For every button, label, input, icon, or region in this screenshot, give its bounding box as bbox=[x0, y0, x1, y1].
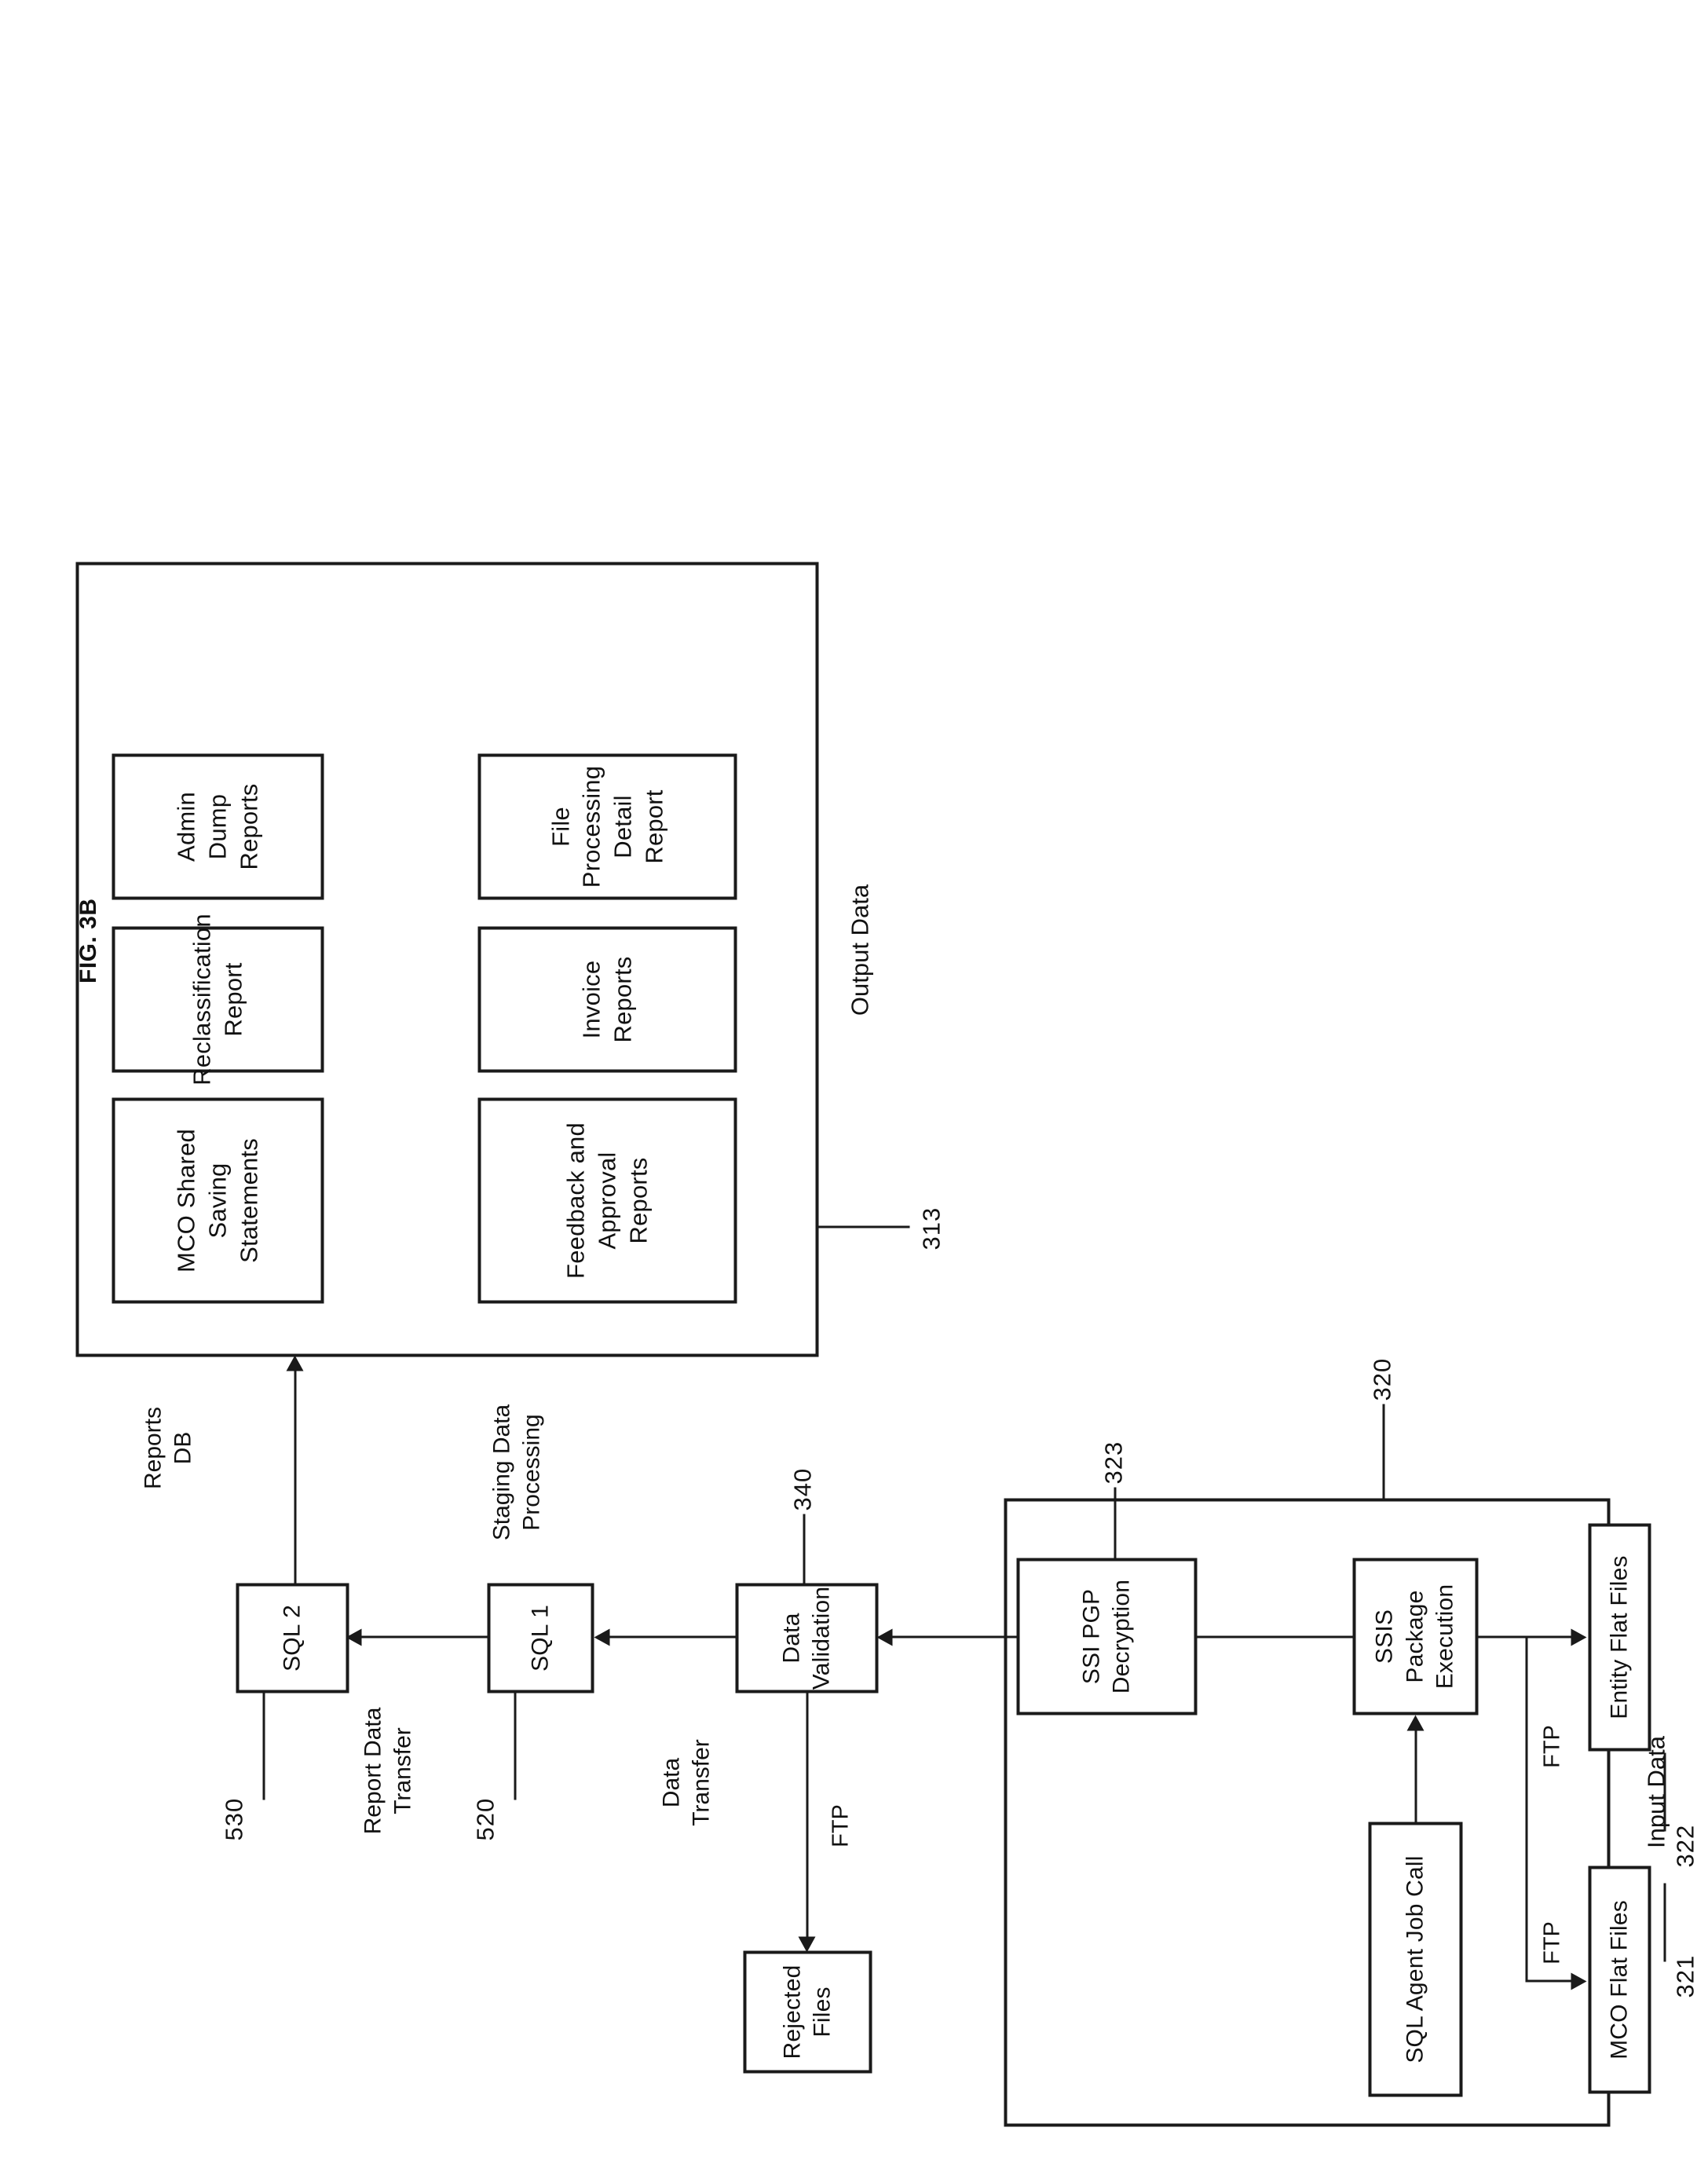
edge-validation-to-sql1 bbox=[597, 1635, 735, 1638]
node-ssi-pgp-decryption: SSI PGP Decryption bbox=[1016, 1558, 1197, 1715]
ref-320: 320 bbox=[1368, 1357, 1395, 1401]
edge-to-mco-flat-files bbox=[1525, 1979, 1575, 1982]
edge-agent-to-ssis bbox=[1414, 1727, 1417, 1822]
node-sql-1: SQL 1 bbox=[487, 1583, 594, 1693]
node-sql-2: SQL 2 bbox=[236, 1583, 349, 1693]
report-box-1: Reclassification Report bbox=[112, 914, 324, 1085]
report-box-5: File Processing Detail Report bbox=[477, 753, 737, 899]
report-box-0: MCO Shared Saving Statements bbox=[112, 1097, 324, 1303]
report-box-4: Invoice Reports bbox=[477, 926, 737, 1072]
output-data-label: Output Data bbox=[846, 884, 873, 1016]
ref-322-leader bbox=[1663, 1752, 1666, 1831]
ref-321-leader bbox=[1663, 1883, 1666, 1961]
ref-340-leader bbox=[803, 1514, 805, 1583]
ref-520-leader bbox=[514, 1693, 516, 1800]
edge-to-entity-flat-files bbox=[1525, 1635, 1575, 1638]
edge-pgp-to-validation bbox=[880, 1635, 1018, 1638]
edge-ssis-split-bar bbox=[1525, 1636, 1527, 1982]
arrow-sql2-to-output bbox=[286, 1355, 303, 1371]
edge-sql2-to-output bbox=[294, 1366, 296, 1583]
arrow-agent-to-ssis bbox=[1406, 1715, 1424, 1730]
arrow-validation-to-rejected bbox=[798, 1936, 815, 1952]
ref-313: 313 bbox=[917, 1207, 945, 1250]
node-data-validation: Data Validation bbox=[735, 1583, 878, 1693]
edge-sql1-to-sql2 bbox=[349, 1635, 487, 1638]
edge-validation-to-rejected bbox=[806, 1693, 808, 1939]
node-mco-flat-files: MCO Flat Files bbox=[1588, 1866, 1651, 2093]
arrow-to-mco-flat-files bbox=[1571, 1972, 1586, 1990]
edge-label-data-transfer: Data Transfer bbox=[658, 1738, 714, 1826]
ref-323: 323 bbox=[1099, 1441, 1127, 1484]
edge-label-ftp-entity: FTP bbox=[1539, 1724, 1564, 1768]
ref-520: 520 bbox=[471, 1797, 499, 1840]
edge-label-reports-db: Reports DB bbox=[140, 1406, 196, 1489]
edge-label-staging-data-processing: Staging Data Processing bbox=[488, 1404, 544, 1540]
ref-320-leader bbox=[1382, 1404, 1384, 1498]
node-sql-agent-job-call: SQL Agent Job Call bbox=[1368, 1822, 1462, 2096]
arrow-to-entity-flat-files bbox=[1571, 1628, 1586, 1646]
edge-label-report-data-transfer: Report Data Transfer bbox=[360, 1707, 415, 1834]
ref-322: 322 bbox=[1671, 1824, 1699, 1867]
node-ssis-package-execution: SSIS Package Execution bbox=[1352, 1558, 1478, 1715]
edge-label-ftp-mco: FTP bbox=[1539, 1921, 1564, 1964]
edge-label-ftp-rejected: FTP bbox=[828, 1803, 853, 1847]
node-entity-flat-files: Entity Flat Files bbox=[1588, 1523, 1651, 1751]
node-rejected-files: Rejected Files bbox=[743, 1950, 872, 2073]
ref-340: 340 bbox=[788, 1467, 816, 1510]
arrow-validation-to-sql1 bbox=[594, 1628, 609, 1646]
report-box-2: Admin Dump Reports bbox=[112, 753, 324, 899]
ref-323-leader bbox=[1114, 1487, 1116, 1558]
ref-530-leader bbox=[262, 1693, 265, 1800]
arrow-pgp-to-validation bbox=[876, 1628, 892, 1646]
ref-530: 530 bbox=[220, 1797, 247, 1840]
ref-321: 321 bbox=[1671, 1954, 1699, 1997]
ref-313-leader bbox=[818, 1225, 909, 1228]
edge-ssis-split-stem bbox=[1478, 1635, 1527, 1638]
report-box-3: Feedback and Approval Reports bbox=[477, 1097, 737, 1303]
